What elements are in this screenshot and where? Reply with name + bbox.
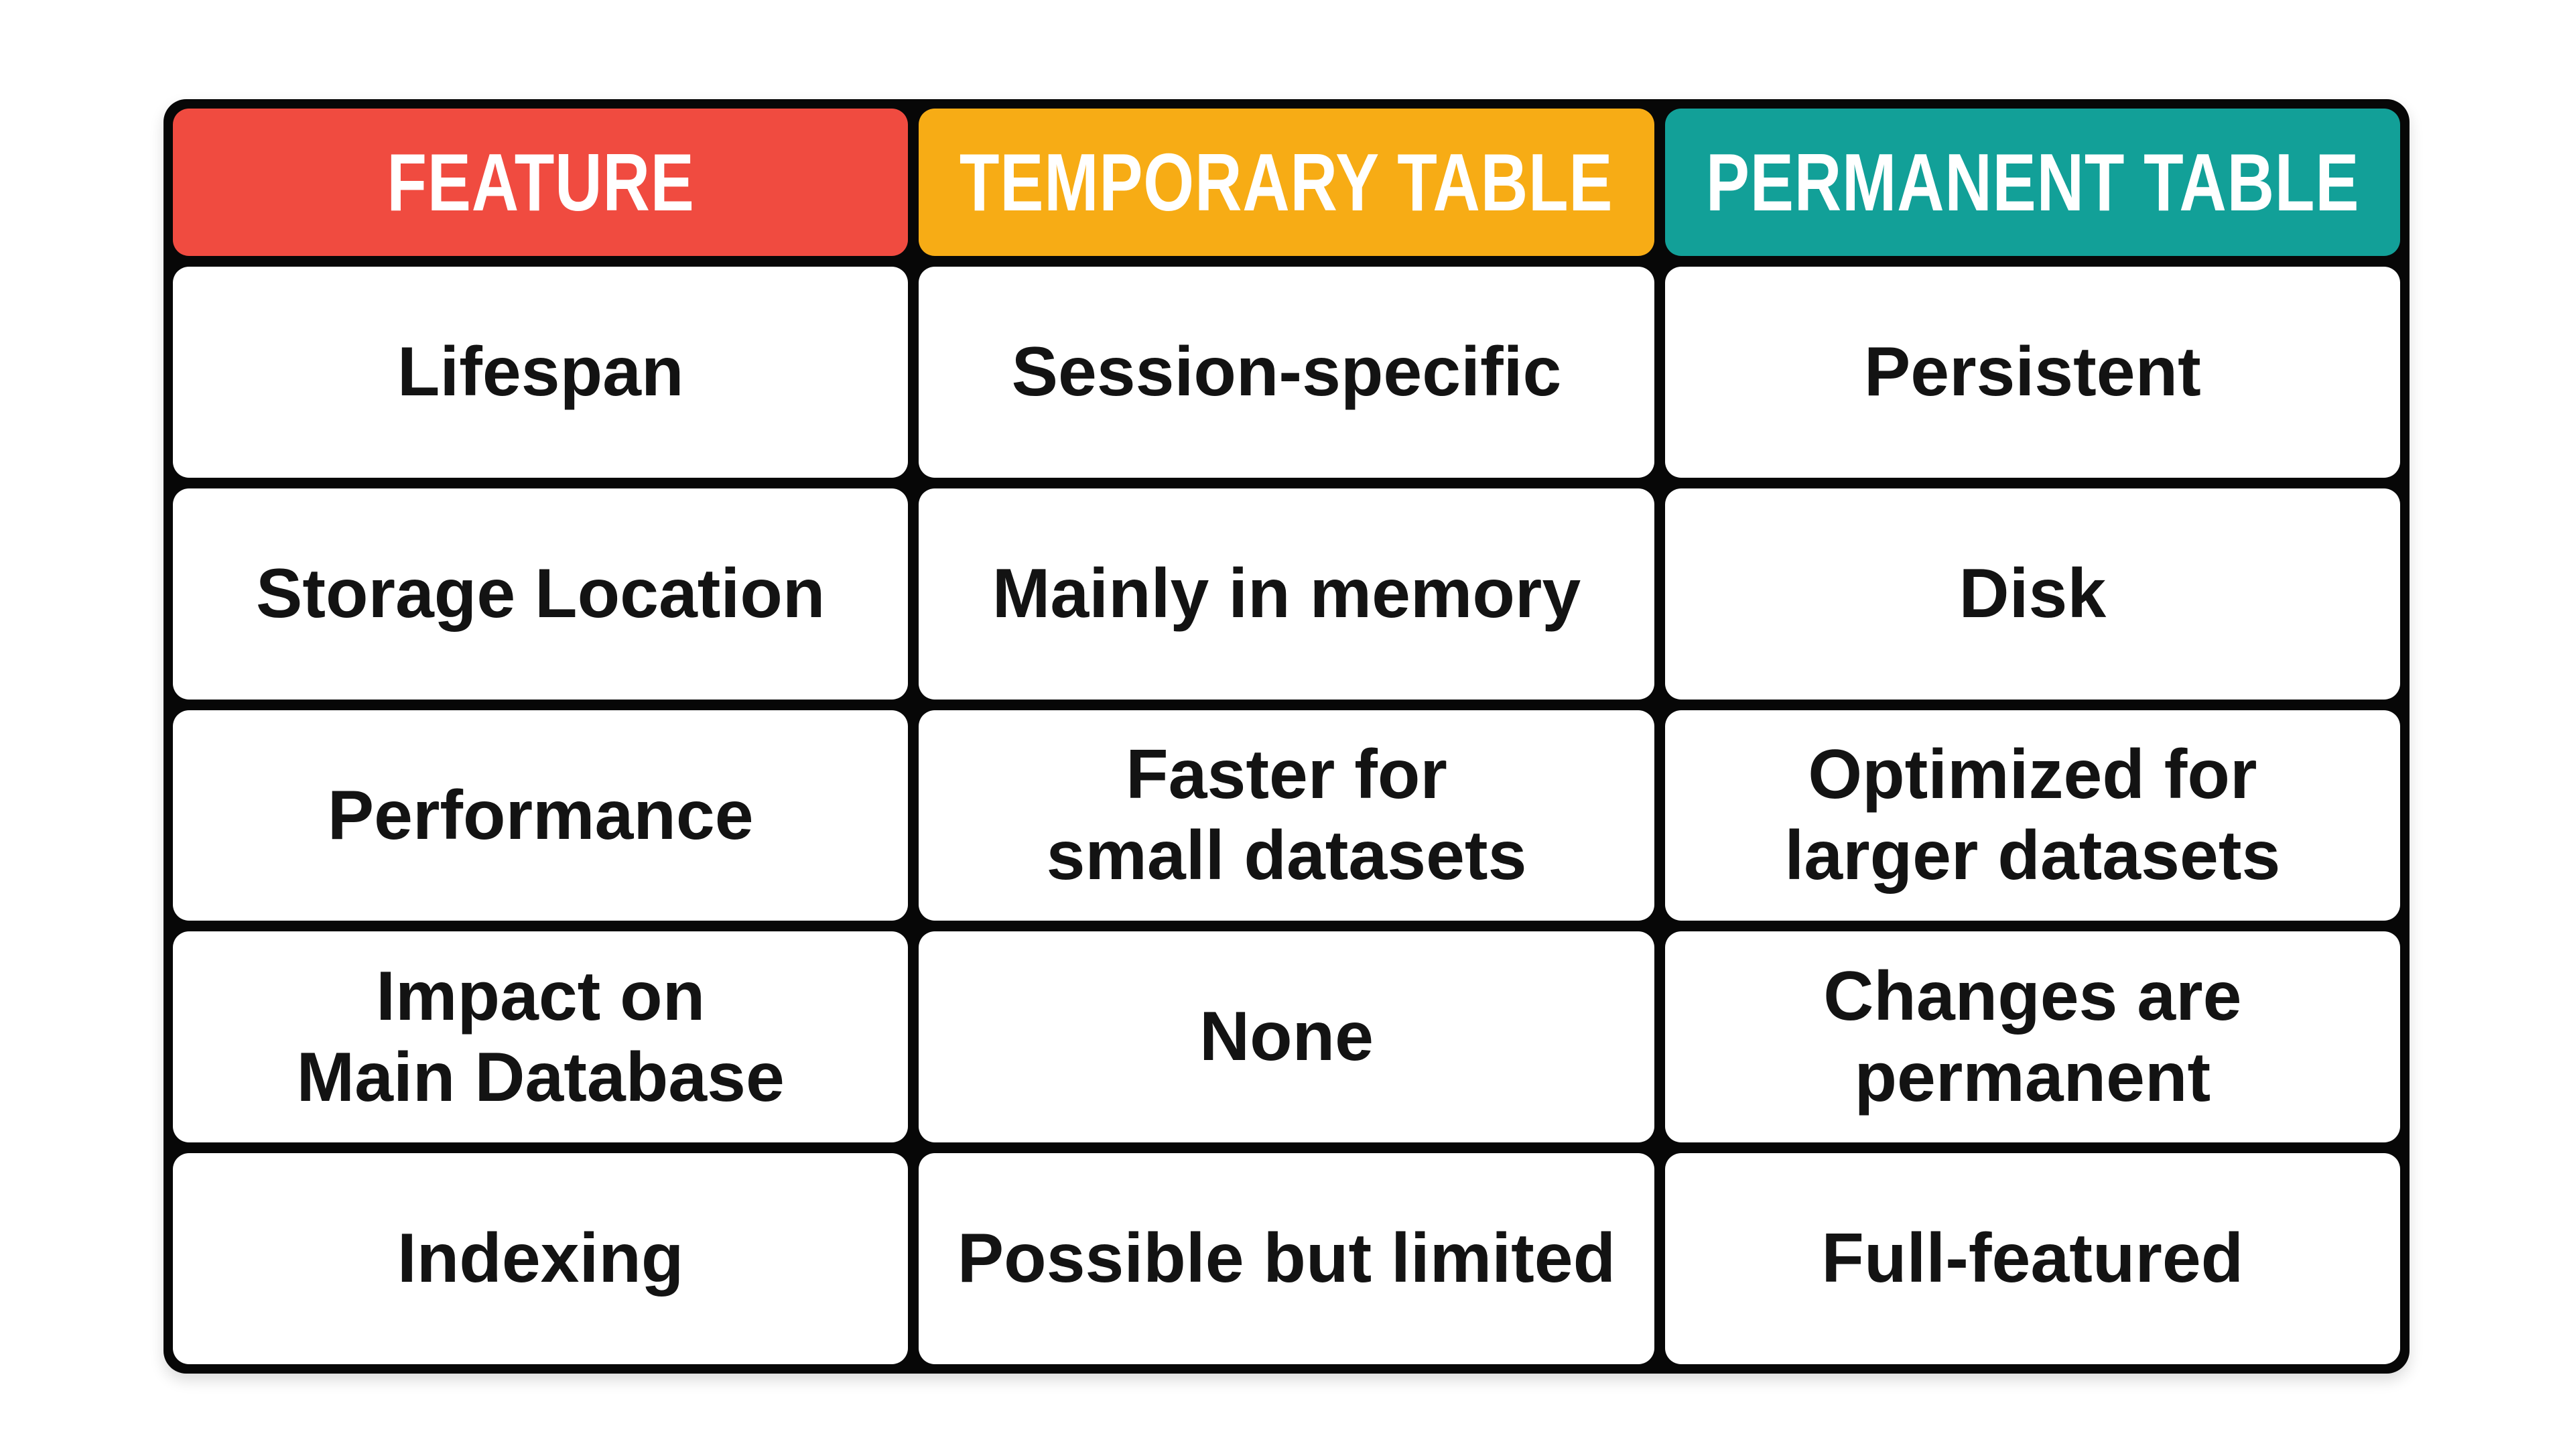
cell-performance-feature: Performance — [173, 710, 909, 921]
cell-indexing-temporary: Possible but limited — [919, 1153, 1654, 1364]
comparison-table: FEATURE TEMPORARY TABLE PERMANENT TABLE … — [163, 99, 2410, 1374]
header-cell-temporary-table: TEMPORARY TABLE — [919, 109, 1654, 256]
cell-indexing-permanent: Full-featured — [1664, 1153, 2400, 1364]
header-label-feature: FEATURE — [387, 137, 695, 228]
cell-lifespan-permanent: Persistent — [1664, 267, 2400, 478]
cell-lifespan-temporary: Session-specific — [919, 267, 1654, 478]
cell-performance-permanent: Optimized for larger datasets — [1664, 710, 2400, 921]
cell-impact-permanent: Changes are permanent — [1664, 931, 2400, 1143]
cell-storage-location-temporary: Mainly in memory — [919, 488, 1654, 700]
cell-impact-temporary: None — [919, 931, 1654, 1143]
cell-storage-location-feature: Storage Location — [173, 488, 909, 700]
header-cell-feature: FEATURE — [173, 109, 909, 256]
header-cell-permanent-table: PERMANENT TABLE — [1664, 109, 2400, 256]
cell-lifespan-feature: Lifespan — [173, 267, 909, 478]
cell-indexing-feature: Indexing — [173, 1153, 909, 1364]
cell-impact-feature: Impact on Main Database — [173, 931, 909, 1143]
header-label-temporary-table: TEMPORARY TABLE — [960, 137, 1613, 228]
cell-performance-temporary: Faster for small datasets — [919, 710, 1654, 921]
cell-storage-location-permanent: Disk — [1664, 488, 2400, 700]
header-label-permanent-table: PERMANENT TABLE — [1705, 137, 2359, 228]
